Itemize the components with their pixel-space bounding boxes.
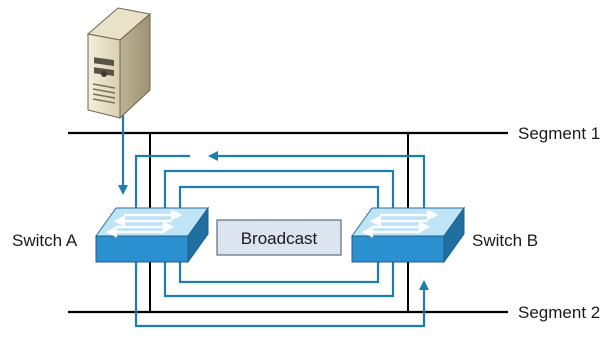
segment-2-label: Segment 2 <box>518 303 600 322</box>
broadcast-label: Broadcast <box>241 229 318 248</box>
switch-a-icon <box>96 208 208 262</box>
switch-b-icon <box>352 208 464 262</box>
switch-b-label: Switch B <box>472 231 538 250</box>
server-tower-icon <box>88 8 150 118</box>
loop-3 <box>180 187 378 220</box>
broadcast-box: Broadcast <box>217 220 341 255</box>
top-loop-left-segment <box>136 156 190 212</box>
switch-a-label: Switch A <box>12 231 78 250</box>
segment-1-label: Segment 1 <box>518 124 600 143</box>
